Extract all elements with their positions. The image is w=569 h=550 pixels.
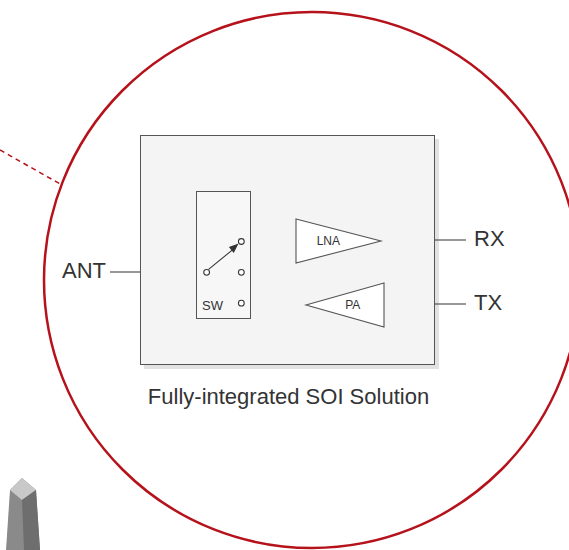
switch-symbol (204, 239, 244, 306)
amp-label: PA (345, 283, 360, 327)
switch-label: SW (202, 298, 223, 313)
port-label: ANT (62, 258, 106, 284)
tower-icon (6, 478, 40, 550)
zoom-circle (44, 12, 569, 548)
switch-box: SW (196, 191, 251, 319)
amp-triangle (296, 219, 381, 263)
terminal (238, 239, 244, 245)
port-label: RX (474, 226, 505, 252)
caption-text: Fully-integrated SOI Solution (101, 380, 476, 414)
pivot (204, 269, 210, 275)
lna-triangle: LNA (296, 219, 381, 263)
terminal (238, 300, 244, 306)
pa-triangle: PA (306, 283, 384, 327)
dashed-leader (0, 150, 62, 185)
terminal (238, 269, 244, 275)
amp-triangle (306, 283, 384, 327)
chip-box: Fully-integrated SOI SolutionSWLNAPA (140, 135, 435, 365)
port-label: TX (474, 290, 502, 316)
arm-head (230, 244, 238, 252)
shape-outline (306, 283, 384, 327)
amp-label: LNA (317, 219, 340, 263)
switch-arm (209, 247, 236, 269)
